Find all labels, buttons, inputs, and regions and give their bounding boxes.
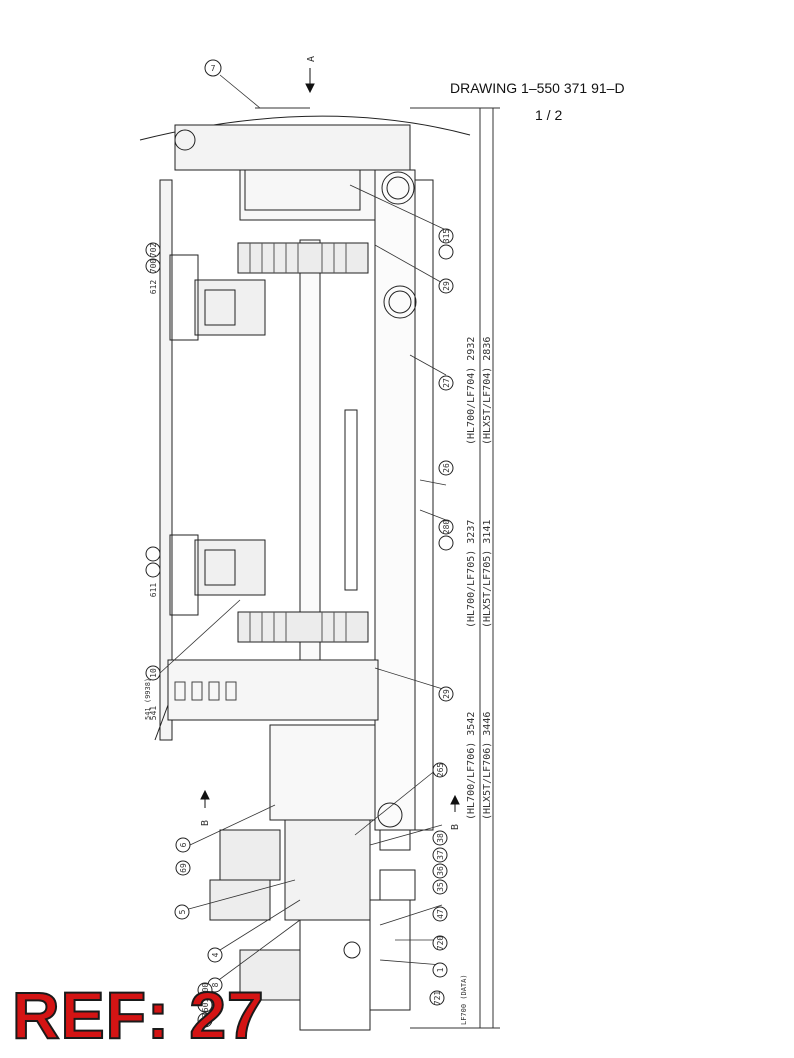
balloon-37: 37 — [436, 850, 445, 860]
balloon-601: 601 — [201, 998, 210, 1013]
balloon-702: 702 — [149, 243, 158, 258]
balloon-265: 265 — [436, 763, 445, 778]
view-b2-label: B — [450, 824, 461, 830]
balloon-720: 720 — [436, 936, 445, 951]
balloon-29b: 29 — [442, 689, 451, 699]
code-541-note: 541 (9938) — [144, 678, 152, 720]
carriage-lower — [194, 539, 266, 596]
balloon-26: 26 — [442, 463, 451, 473]
dim-2836: (HLX5T/LF704) 2836 — [482, 337, 493, 445]
balloon-721: 721 — [433, 991, 442, 1006]
view-b-label: B — [200, 820, 211, 826]
carriage-upper — [194, 279, 266, 336]
balloon-700: 700 — [149, 259, 158, 274]
balloon-7: 7 — [211, 64, 216, 73]
roller-top — [381, 171, 415, 205]
dimension-lines — [255, 107, 500, 1029]
balloon-903: 903 — [201, 1013, 210, 1028]
balloon-35: 35 — [436, 882, 445, 892]
balloon-circles — [145, 59, 454, 1028]
shaft-inner — [344, 409, 358, 591]
dim-3237: (HL700/LF705) 3237 — [466, 520, 477, 628]
dim-3542: (HL700/LF706) 3542 — [466, 712, 477, 820]
top-mechanism — [174, 124, 411, 171]
guide-bar — [414, 179, 434, 831]
balloon-29: 29 — [442, 281, 451, 291]
ref-label: REF: 27 — [11, 978, 265, 1052]
balloon-5: 5 — [178, 909, 187, 914]
balloon-1: 1 — [436, 967, 445, 972]
drawing-number: DRAWING 1–550 371 91–D — [450, 80, 625, 96]
balloon-10: 10 — [149, 668, 158, 678]
balloon-4: 4 — [211, 952, 220, 957]
balloon-36: 36 — [436, 866, 445, 876]
balloon-900: 900 — [201, 983, 210, 998]
roller-mid — [383, 285, 417, 319]
balloon-280: 280 — [442, 520, 451, 535]
dim-2932: (HL700/LF704) 2932 — [466, 337, 477, 445]
dim-3141: (HLX5T/LF705) 3141 — [482, 520, 493, 628]
right-rail — [374, 169, 416, 831]
balloon-6: 6 — [179, 842, 188, 847]
balloon-47: 47 — [436, 909, 445, 919]
balloon-315: 315 — [442, 229, 451, 244]
balloon-541: 541 — [149, 706, 158, 721]
left-rail — [159, 179, 173, 741]
balloon-611: 611 — [149, 583, 158, 598]
balloon-612: 612 — [149, 280, 158, 295]
lower-assembly — [284, 819, 371, 921]
lf700-note: LF700 (DATA) — [460, 974, 468, 1025]
balloon-69: 69 — [179, 863, 188, 873]
dim-3446: (HLX5T/LF706) 3446 — [482, 712, 493, 820]
view-arrows — [200, 68, 460, 812]
view-a-label: A — [306, 56, 317, 62]
balloon-27: 27 — [442, 378, 451, 388]
pulley-upper — [237, 242, 369, 274]
sheet-number: 1 / 2 — [535, 107, 563, 123]
shaft — [299, 239, 321, 661]
balloon-8: 8 — [211, 982, 220, 987]
balloon-38: 38 — [436, 833, 445, 843]
pulley-lower — [237, 611, 369, 643]
mid-block — [167, 659, 379, 721]
leader-lines — [159, 74, 447, 986]
